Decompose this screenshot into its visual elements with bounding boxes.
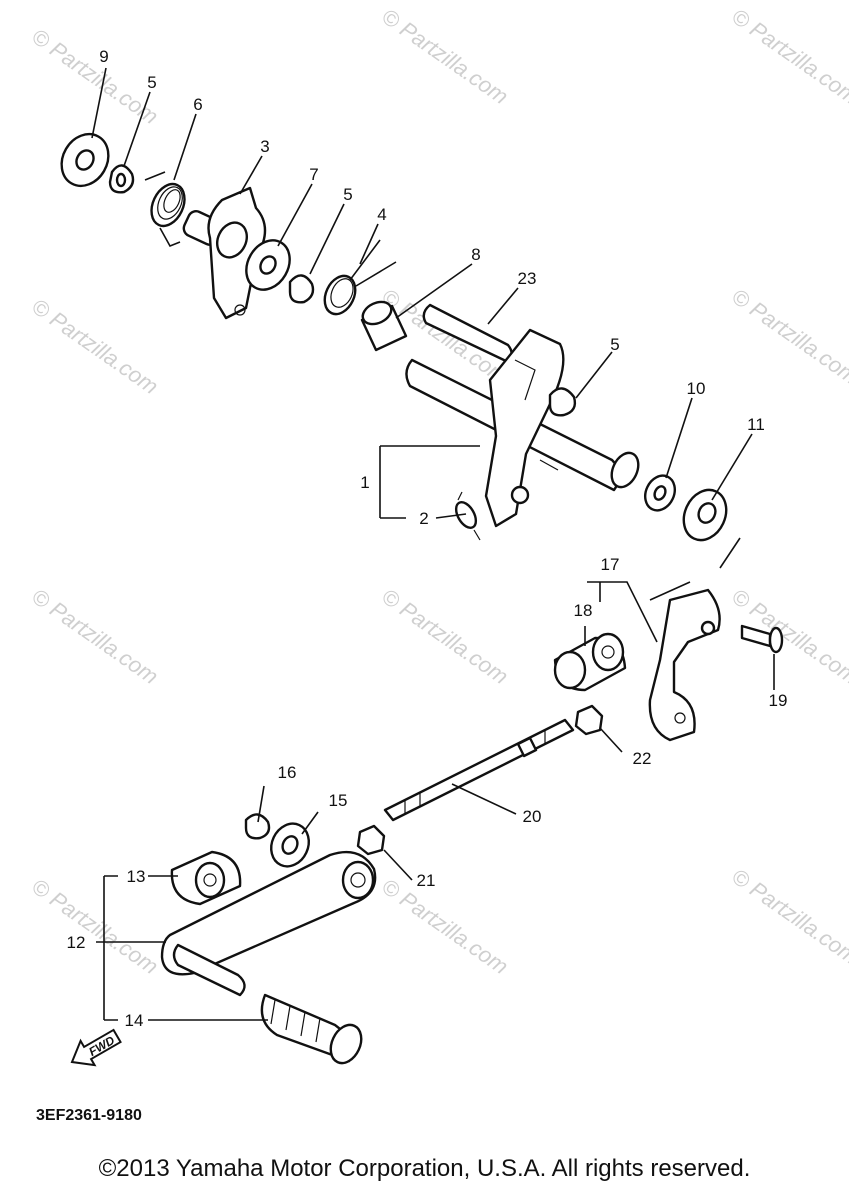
watermark: © Partzilla.com bbox=[377, 584, 513, 690]
callout-5: 5 bbox=[343, 185, 352, 204]
callout-9: 9 bbox=[99, 47, 108, 66]
callout-11: 11 bbox=[747, 415, 765, 434]
callout-17: 17 bbox=[601, 555, 620, 574]
callouts: 9 5 6 3 7 5 4 8 23 5 10 11 1 2 17 18 19 … bbox=[67, 47, 788, 1030]
leader-lines bbox=[91, 67, 775, 1021]
callout-19: 19 bbox=[769, 691, 788, 710]
callout-16: 16 bbox=[278, 763, 297, 782]
callout-18: 18 bbox=[574, 601, 593, 620]
part-21-nut[interactable] bbox=[356, 824, 386, 856]
part-5-circlip-c[interactable] bbox=[548, 387, 577, 417]
copyright-notice: ©2013 Yamaha Motor Corporation, U.S.A. A… bbox=[98, 1155, 751, 1182]
part-11-oil-seal[interactable] bbox=[676, 483, 734, 547]
part-2-spring[interactable] bbox=[452, 491, 481, 541]
part-18-joint[interactable] bbox=[553, 632, 627, 692]
callout-21: 21 bbox=[417, 871, 436, 890]
callout-5: 5 bbox=[147, 73, 156, 92]
callout-15: 15 bbox=[329, 791, 348, 810]
watermark: © Partzilla.com bbox=[27, 874, 163, 980]
callout-13: 13 bbox=[127, 867, 146, 886]
part-5-circlip-b[interactable] bbox=[288, 274, 315, 304]
watermark: © Partzilla.com bbox=[377, 4, 513, 110]
callout-20: 20 bbox=[523, 807, 542, 826]
callout-6: 6 bbox=[193, 95, 202, 114]
callout-8: 8 bbox=[471, 245, 480, 264]
watermark: © Partzilla.com bbox=[727, 4, 849, 110]
part-9-washer[interactable] bbox=[52, 126, 117, 195]
part-16-circlip[interactable] bbox=[244, 813, 271, 840]
watermark-layer: © Partzilla.com © Partzilla.com © Partzi… bbox=[27, 4, 849, 980]
part-4-spring[interactable] bbox=[319, 239, 397, 319]
callout-10: 10 bbox=[687, 379, 706, 398]
callout-5: 5 bbox=[610, 335, 619, 354]
callout-23: 23 bbox=[518, 269, 537, 288]
part-17-lever[interactable] bbox=[648, 588, 721, 742]
watermark: © Partzilla.com bbox=[377, 874, 513, 980]
callout-12: 12 bbox=[67, 933, 86, 952]
part-8-collar[interactable] bbox=[359, 298, 408, 352]
callout-3: 3 bbox=[260, 137, 269, 156]
watermark: © Partzilla.com bbox=[27, 584, 163, 690]
callout-4: 4 bbox=[377, 205, 386, 224]
part-22-nut[interactable] bbox=[574, 704, 604, 736]
part-15-washer[interactable] bbox=[264, 817, 315, 872]
part-19-bolt[interactable] bbox=[740, 624, 784, 654]
part-3-shift-arm[interactable] bbox=[181, 186, 267, 320]
part-10-washer[interactable] bbox=[640, 471, 681, 515]
watermark: © Partzilla.com bbox=[727, 864, 849, 970]
callout-2: 2 bbox=[419, 509, 428, 528]
callout-22: 22 bbox=[633, 749, 652, 768]
callout-14: 14 bbox=[125, 1011, 144, 1030]
part-1-shift-shaft[interactable] bbox=[405, 328, 643, 528]
part-7-washer[interactable] bbox=[238, 232, 299, 297]
fwd-arrow-icon: FWD bbox=[70, 1028, 122, 1067]
diagram-code: 3EF2361-9180 bbox=[36, 1107, 142, 1124]
part-20-rod[interactable] bbox=[383, 718, 575, 822]
part-6-spring[interactable] bbox=[144, 171, 191, 248]
part-5-circlip-a[interactable] bbox=[108, 164, 135, 194]
part-14-pedal-rubber[interactable] bbox=[260, 993, 367, 1068]
watermark: © Partzilla.com bbox=[27, 294, 163, 400]
watermark: © Partzilla.com bbox=[727, 284, 849, 390]
callout-1: 1 bbox=[360, 473, 369, 492]
callout-7: 7 bbox=[309, 165, 318, 184]
part-12-shift-pedal[interactable] bbox=[160, 850, 377, 997]
part-13-bushing[interactable] bbox=[170, 850, 242, 906]
